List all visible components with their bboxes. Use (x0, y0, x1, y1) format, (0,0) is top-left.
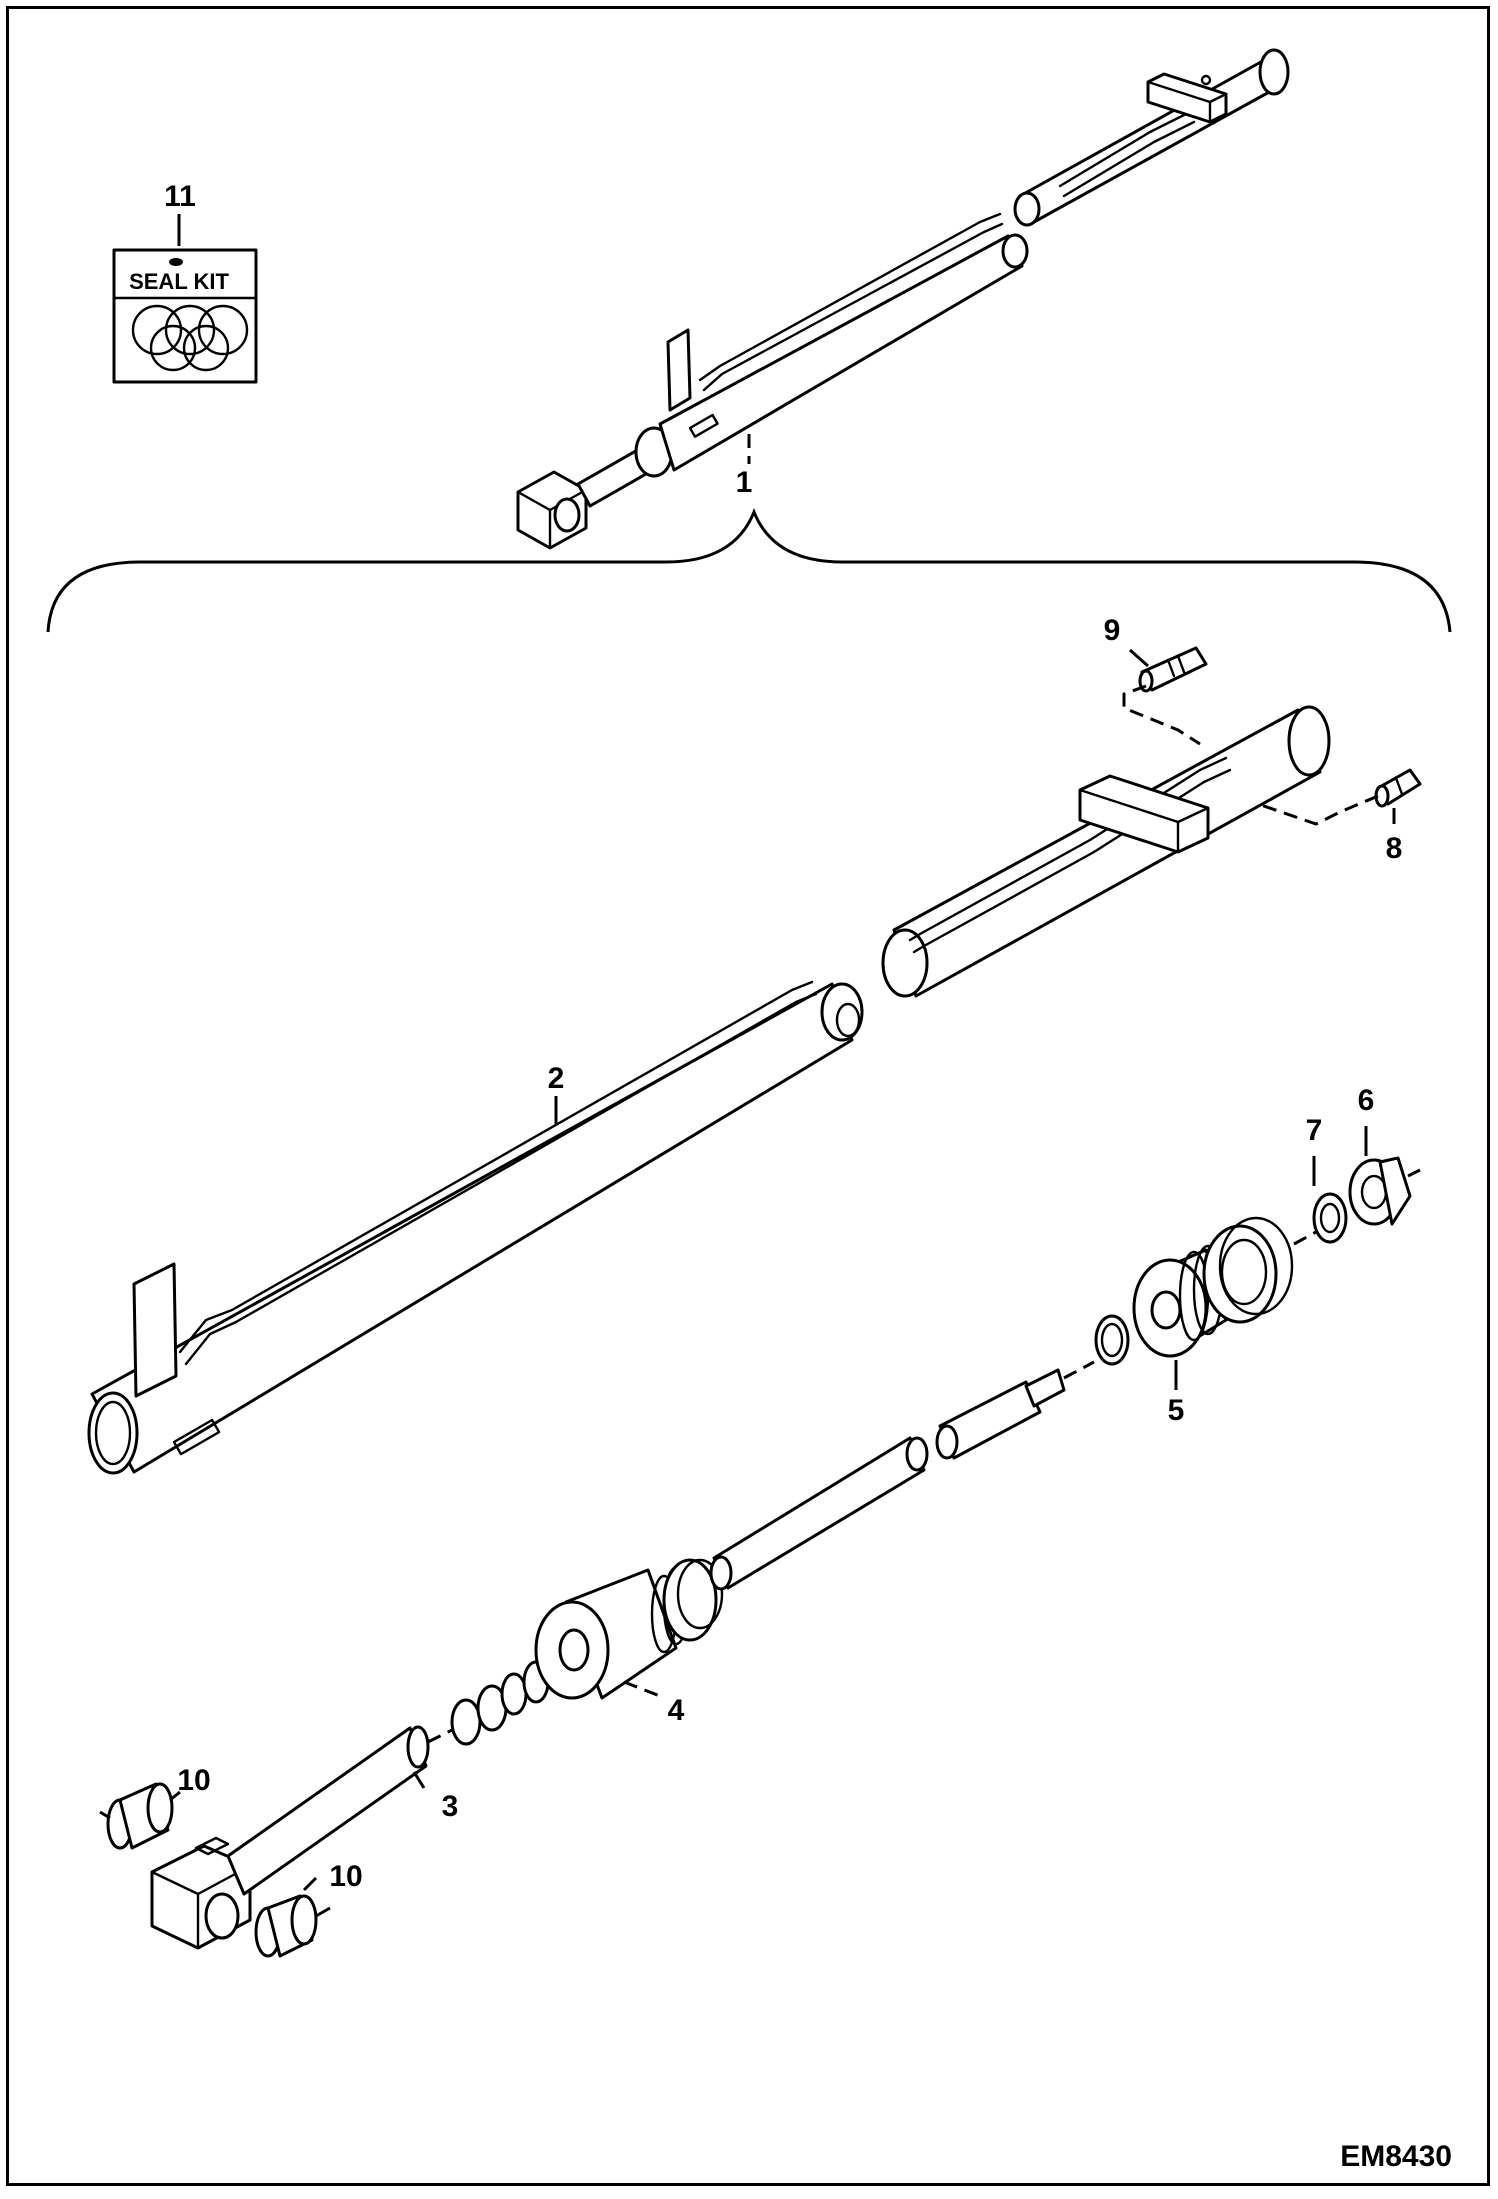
bushing-axis-lower (315, 1906, 331, 1918)
leader-4 (623, 1680, 661, 1698)
exploded-view-brace (46, 507, 1452, 633)
callout-10-lower: 10 (329, 1860, 362, 1893)
rod-axis-2 (1063, 1360, 1095, 1380)
fitting-9-icon (1138, 646, 1208, 693)
fitting-8-path (1257, 794, 1379, 826)
piston-rod-icon (709, 1368, 1066, 1591)
callout-4: 4 (668, 1694, 685, 1727)
callout-3: 3 (442, 1790, 459, 1823)
callout-5: 5 (1168, 1394, 1185, 1427)
fitting-9-path (1122, 684, 1201, 746)
callout-6: 6 (1358, 1084, 1375, 1117)
leader-10a (169, 1790, 181, 1802)
bushing-axis-upper (99, 1810, 111, 1820)
rod-axis-3 (1293, 1230, 1317, 1246)
gland-seal-icon (662, 1558, 724, 1642)
assembled-cylinder-icon (516, 48, 1290, 550)
piston-seal-icon (1202, 1216, 1294, 1324)
leader-9 (1129, 648, 1149, 668)
callout-10-upper: 10 (177, 1764, 210, 1797)
rod-axis-1 (427, 1728, 453, 1744)
leader-3 (412, 1771, 426, 1789)
callout-9: 9 (1104, 614, 1121, 647)
callout-11: 11 (164, 180, 196, 213)
nut-axis (1407, 1168, 1421, 1178)
seal-kit-icon: SEAL KIT (112, 248, 258, 384)
bushing-lower-icon (254, 1894, 318, 1958)
rod-eye-icon (150, 1836, 252, 1950)
callout-2: 2 (548, 1062, 565, 1095)
rod-icon (226, 1725, 430, 1896)
rod-seal-rings-icon (450, 1660, 550, 1746)
piston-oring-icon (1094, 1314, 1130, 1366)
callout-8: 8 (1386, 832, 1403, 865)
figure-id: EM8430 (1340, 2140, 1452, 2173)
barrel-icon (87, 980, 864, 1475)
seal-kit-label: SEAL KIT (129, 269, 229, 294)
leader-10b (302, 1876, 318, 1892)
nut-icon (1348, 1156, 1412, 1226)
fitting-8-icon (1374, 768, 1422, 808)
barrel-upper-icon (881, 705, 1331, 998)
callout-1: 1 (736, 466, 753, 499)
bushing-upper-icon (106, 1782, 174, 1850)
lock-washer-icon (1312, 1192, 1348, 1244)
callout-7: 7 (1306, 1114, 1323, 1147)
